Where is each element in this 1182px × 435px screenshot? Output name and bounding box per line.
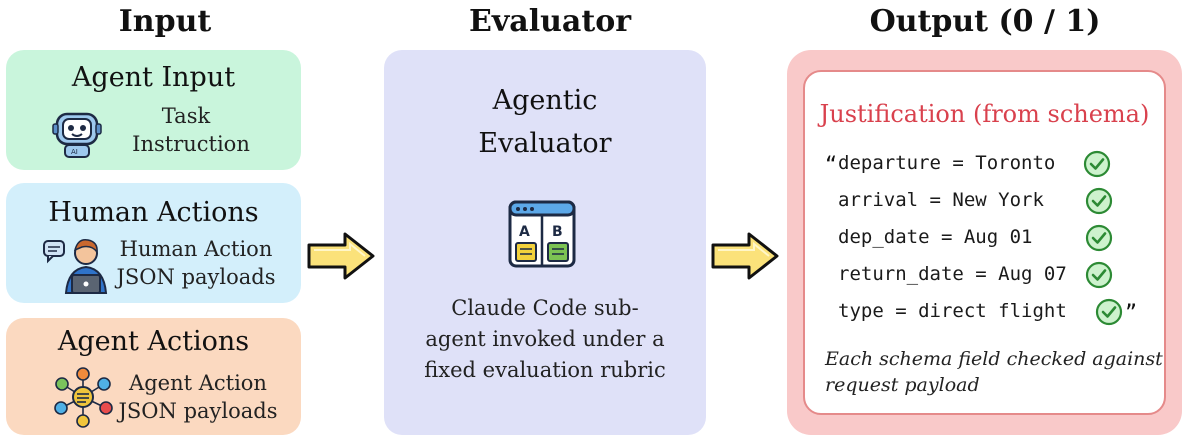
human-actions-title: Human Actions [48,197,259,228]
close-quote: ” [1125,300,1138,324]
check-circle-icon [1085,261,1113,289]
justification-panel: Justification (from schema) “ departure … [803,70,1166,415]
evaluator-column-title: Evaluator [468,4,632,39]
justification-note-line2: request payload [825,374,980,396]
evaluator-desc-line2: agent invoked under a [425,327,665,351]
evaluator-desc-line1: Claude Code sub- [451,296,639,320]
agent-input-title: Agent Input [71,62,236,93]
arrow-right-icon [307,232,375,280]
ab-icon-label-a: A [519,224,530,240]
evaluator-title-line1: Agentic [492,85,598,116]
check-circle-icon [1085,187,1113,215]
input-column-title: Input [118,4,212,39]
check-circle-icon [1095,298,1123,326]
human-actions-desc-line1: Human Action [119,237,273,261]
open-quote: “ [825,152,838,176]
ab-icon-label-b: B [552,224,563,240]
schema-field-row: departure = Toronto [838,152,1056,174]
human-actions-desc-line2: JSON payloads [116,265,276,289]
network-icon [54,367,113,428]
agent-actions-desc-line1: Agent Action [129,371,267,395]
schema-field-row: dep_date = Aug 01 [838,226,1033,248]
person-laptop-icon [43,238,108,294]
agent-input-card: Agent Input AI Task Instruction [6,50,301,170]
agent-input-desc-line1: Task [161,104,211,128]
justification-heading: Justification (from schema) [819,100,1150,128]
check-circle-icon [1085,224,1113,252]
robot-icon: AI [52,112,102,158]
evaluator-title-line2: Evaluator [478,128,612,159]
agent-actions-title: Agent Actions [57,326,250,357]
agent-actions-card: Agent Actions Agent Action JSON payloads [6,318,301,435]
arrow-right-icon [711,232,779,280]
schema-field-row: type = direct flight [838,300,1067,322]
human-actions-card: Human Actions Human Action JSON payloads [6,183,301,303]
check-circle-icon [1083,150,1111,178]
svg-text:AI: AI [71,148,78,156]
output-card: Justification (from schema) “ departure … [787,50,1182,435]
justification-note-line1: Each schema field checked against [825,348,1163,370]
evaluator-card: Agentic Evaluator A B Claude Code sub- a… [384,50,706,435]
agent-input-desc-line2: Instruction [132,132,250,156]
agent-actions-desc-line2: JSON payloads [118,399,278,423]
ab-test-window-icon: A B [508,200,576,268]
schema-field-row: arrival = New York [838,189,1044,211]
output-column-title: Output (0 / 1) [869,4,1101,39]
evaluator-desc-line3: fixed evaluation rubric [424,358,666,382]
schema-field-row: return_date = Aug 07 [838,263,1067,285]
